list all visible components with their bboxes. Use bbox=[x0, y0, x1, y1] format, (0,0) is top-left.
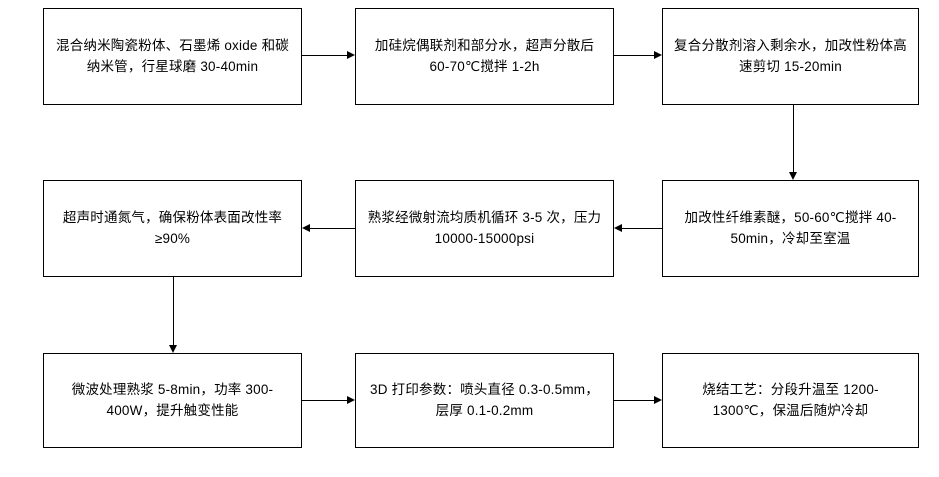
process-node-label: 微波处理熟浆 5-8min，功率 300-400W，提升触变性能 bbox=[71, 381, 274, 418]
edge-step5-to-step4-arrowhead bbox=[302, 223, 310, 232]
process-node-step-4[interactable]: 超声时通氮气，确保粉体表面改性率 ≥90% bbox=[43, 180, 302, 277]
edge-step8-to-step9-arrowhead bbox=[654, 395, 662, 404]
edge-step2-to-step3-line bbox=[614, 55, 654, 56]
process-node-step-8[interactable]: 3D 打印参数：喷头直径 0.3-0.5mm，层厚 0.1-0.2mm bbox=[355, 353, 614, 448]
process-node-step-6[interactable]: 加改性纤维素醚，50-60℃搅拌 40-50min，冷却至室温 bbox=[662, 180, 919, 277]
edge-step7-to-step8-line bbox=[302, 400, 347, 401]
process-node-step-5[interactable]: 熟浆经微射流均质机循环 3-5 次，压力 10000-15000psi bbox=[355, 180, 614, 277]
process-node-label: 3D 打印参数：喷头直径 0.3-0.5mm，层厚 0.1-0.2mm bbox=[370, 381, 599, 418]
edge-step2-to-step3-arrowhead bbox=[654, 50, 662, 59]
process-node-label: 烧结工艺：分段升温至 1200-1300℃，保温后随炉冷却 bbox=[702, 381, 879, 418]
edge-step8-to-step9-line bbox=[614, 400, 654, 401]
edge-step6-to-step5-arrowhead bbox=[614, 223, 622, 232]
edge-step5-to-step4-line bbox=[310, 228, 355, 229]
edge-step7-to-step8-arrowhead bbox=[347, 395, 355, 404]
process-node-step-1[interactable]: 混合纳米陶瓷粉体、石墨烯 oxide 和碳纳米管，行星球磨 30-40min bbox=[43, 8, 302, 105]
process-node-step-3[interactable]: 复合分散剂溶入剩余水，加改性粉体高速剪切 15-20min bbox=[662, 8, 919, 105]
process-node-step-9[interactable]: 烧结工艺：分段升温至 1200-1300℃，保温后随炉冷却 bbox=[662, 353, 919, 448]
edge-step3-to-step6-arrowhead bbox=[788, 172, 797, 180]
process-node-label: 加硅烷偶联剂和部分水，超声分散后 60-70℃搅拌 1-2h bbox=[374, 37, 595, 74]
edge-step1-to-step2-arrowhead bbox=[347, 50, 355, 59]
edge-step6-to-step5-line bbox=[622, 228, 662, 229]
process-node-label: 超声时通氮气，确保粉体表面改性率 ≥90% bbox=[62, 209, 283, 246]
process-node-label: 混合纳米陶瓷粉体、石墨烯 oxide 和碳纳米管，行星球磨 30-40min bbox=[56, 37, 289, 74]
process-node-label: 熟浆经微射流均质机循环 3-5 次，压力 10000-15000psi bbox=[367, 209, 602, 246]
process-node-label: 加改性纤维素醚，50-60℃搅拌 40-50min，冷却至室温 bbox=[684, 209, 897, 246]
process-node-step-2[interactable]: 加硅烷偶联剂和部分水，超声分散后 60-70℃搅拌 1-2h bbox=[355, 8, 614, 105]
edge-step1-to-step2-line bbox=[302, 55, 347, 56]
process-node-step-7[interactable]: 微波处理熟浆 5-8min，功率 300-400W，提升触变性能 bbox=[43, 353, 302, 448]
edge-step4-to-step7-arrowhead bbox=[168, 345, 177, 353]
edge-step4-to-step7-line bbox=[173, 277, 174, 345]
edge-step3-to-step6-line bbox=[793, 105, 794, 172]
process-node-label: 复合分散剂溶入剩余水，加改性粉体高速剪切 15-20min bbox=[674, 37, 907, 74]
